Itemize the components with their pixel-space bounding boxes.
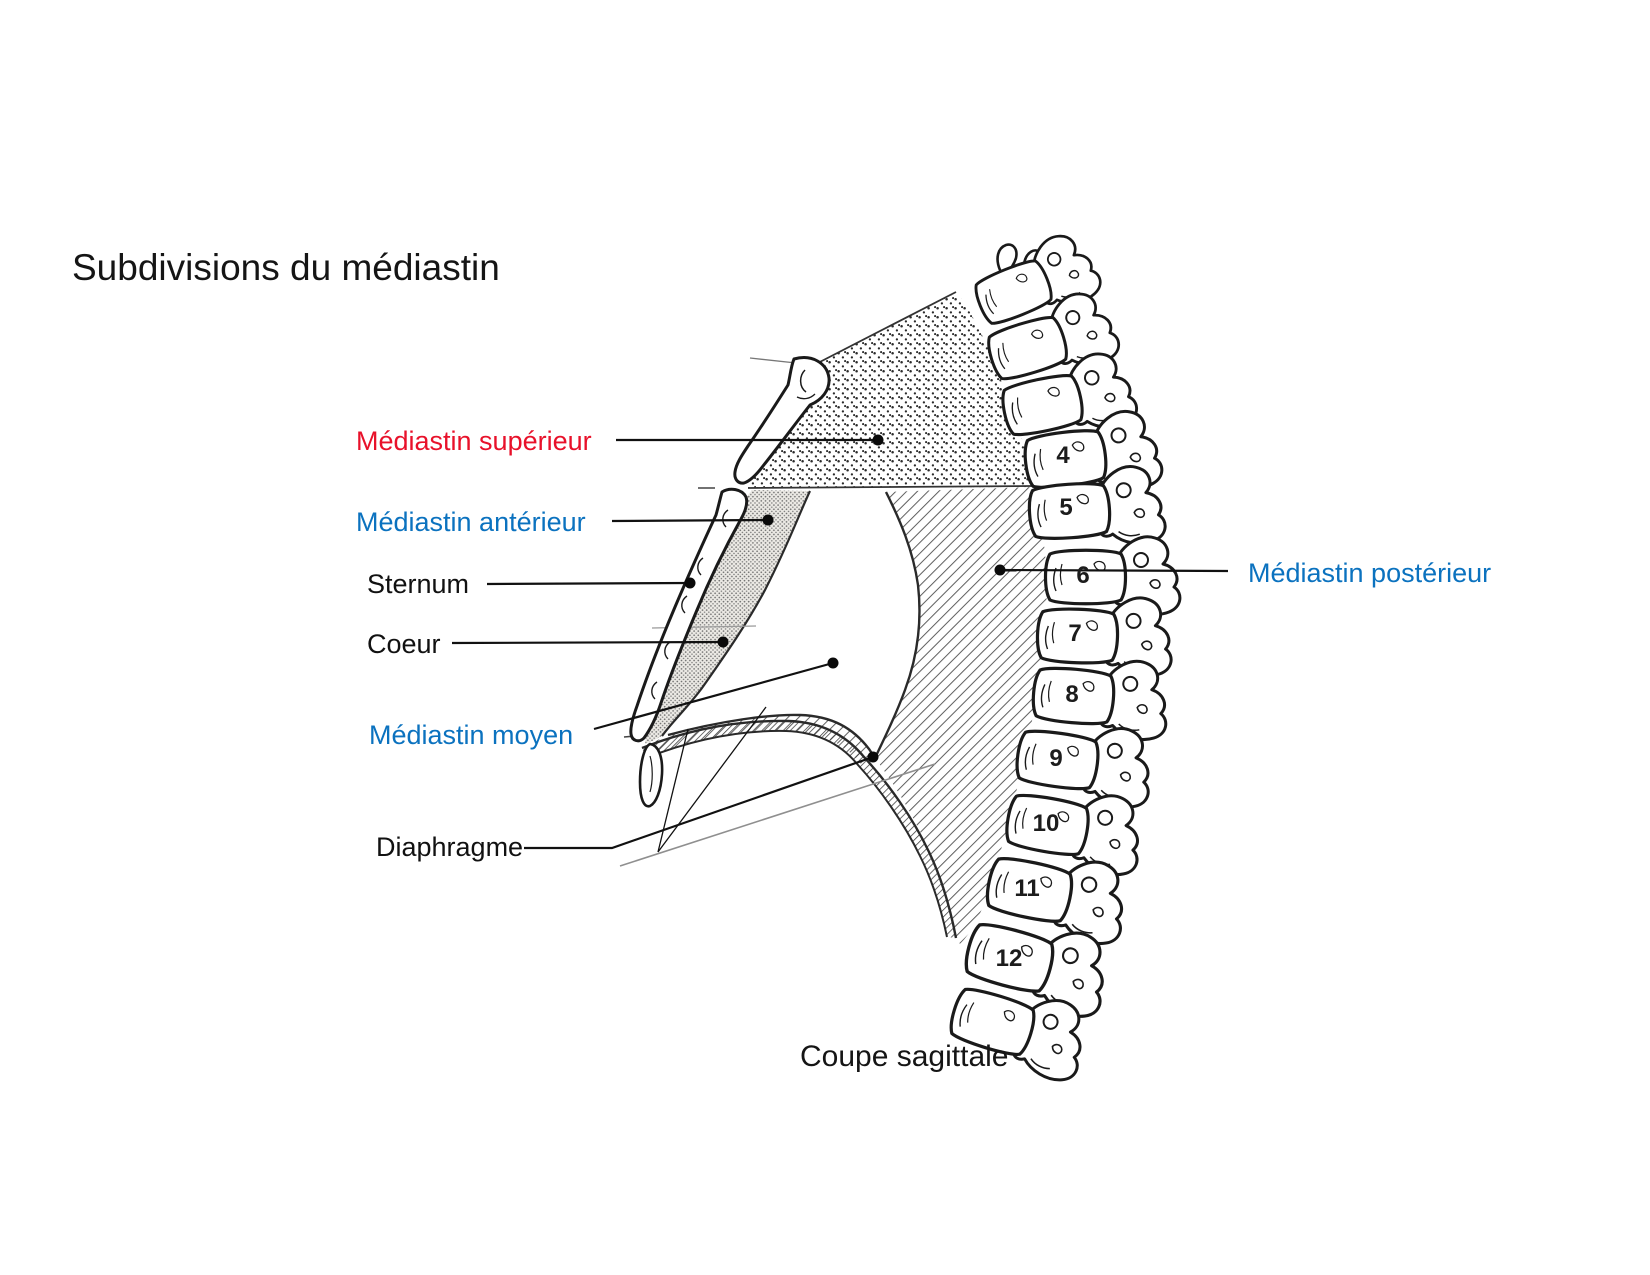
vertebra-number-6: 6	[1076, 562, 1090, 589]
page-title: Subdivisions du médiastin	[72, 247, 500, 288]
vertebra-number-5: 5	[1059, 494, 1073, 521]
vertebra-number-9: 9	[1049, 745, 1063, 772]
vertebra-number-4: 4	[1056, 442, 1070, 469]
vertebra-number-10: 10	[1032, 810, 1060, 837]
manubrium-bone	[733, 356, 831, 485]
label-mediastin-posterieur: Médiastin postérieur	[1248, 558, 1492, 588]
figure-caption: Coupe sagittale	[800, 1040, 1009, 1073]
xiphoid-process-bone	[638, 742, 664, 808]
anterior-mediastinum-region	[645, 490, 811, 744]
vertebra-number-7: 7	[1068, 620, 1082, 647]
diaphragm-curve	[619, 719, 958, 939]
vertebra-number-8: 8	[1065, 681, 1079, 708]
label-mediastin-moyen: Médiastin moyen	[369, 720, 574, 750]
vertebra-number-11: 11	[1014, 875, 1040, 902]
label-diaphragme: Diaphragme	[376, 832, 524, 862]
leader-lines	[451, 438, 1229, 853]
label-sternum: Sternum	[367, 569, 470, 599]
vertebra-number-12: 12	[995, 945, 1023, 972]
leader-dots	[684, 434, 1006, 763]
label-coeur: Coeur	[367, 629, 441, 659]
label-mediastin-superieur: Médiastin supérieur	[356, 426, 592, 456]
sternum-bone	[629, 487, 749, 743]
vertebral-column	[941, 225, 1182, 1087]
label-mediastin-anterieur: Médiastin antérieur	[356, 507, 586, 537]
